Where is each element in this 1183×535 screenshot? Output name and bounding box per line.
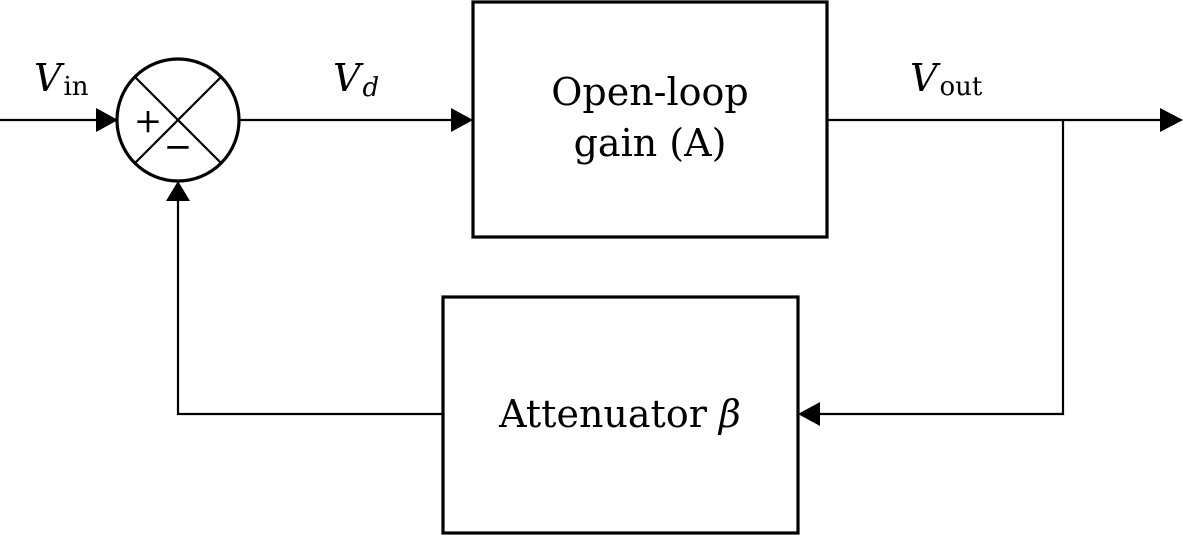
output-arrowhead — [1160, 108, 1183, 132]
open-loop-line-2: gain (A) — [574, 121, 727, 165]
vout-symbol: V — [910, 56, 941, 100]
vin-symbol: V — [34, 56, 65, 100]
vd-subscript: d — [362, 73, 379, 103]
open-loop-box — [471, 0, 829, 239]
input-arrowhead — [96, 108, 118, 132]
summing-cross-line-2 — [134, 76, 222, 164]
vd-label: Vd — [333, 56, 379, 103]
feedback-wire-to-attenuator — [818, 120, 1065, 416]
attenuator-text: Attenuator — [498, 392, 708, 436]
vin-label: Vin — [34, 56, 89, 102]
beta-symbol: β — [717, 392, 741, 436]
open-loop-line-1: Open-loop — [551, 70, 749, 114]
summing-junction: + − — [115, 57, 241, 183]
feedback-wire-to-junction — [176, 199, 443, 416]
feedback-arrowhead — [166, 181, 190, 201]
vd-symbol: V — [333, 56, 364, 100]
plus-sign: + — [134, 101, 163, 141]
minus-sign: − — [164, 127, 193, 167]
vout-label: Vout — [910, 56, 983, 102]
attenuator-input-arrowhead — [798, 402, 820, 426]
open-loop-gain-block: Open-loop gain (A) — [471, 0, 829, 239]
error-arrowhead — [451, 108, 473, 132]
vout-subscript: out — [939, 72, 982, 102]
vin-subscript: in — [63, 72, 88, 102]
